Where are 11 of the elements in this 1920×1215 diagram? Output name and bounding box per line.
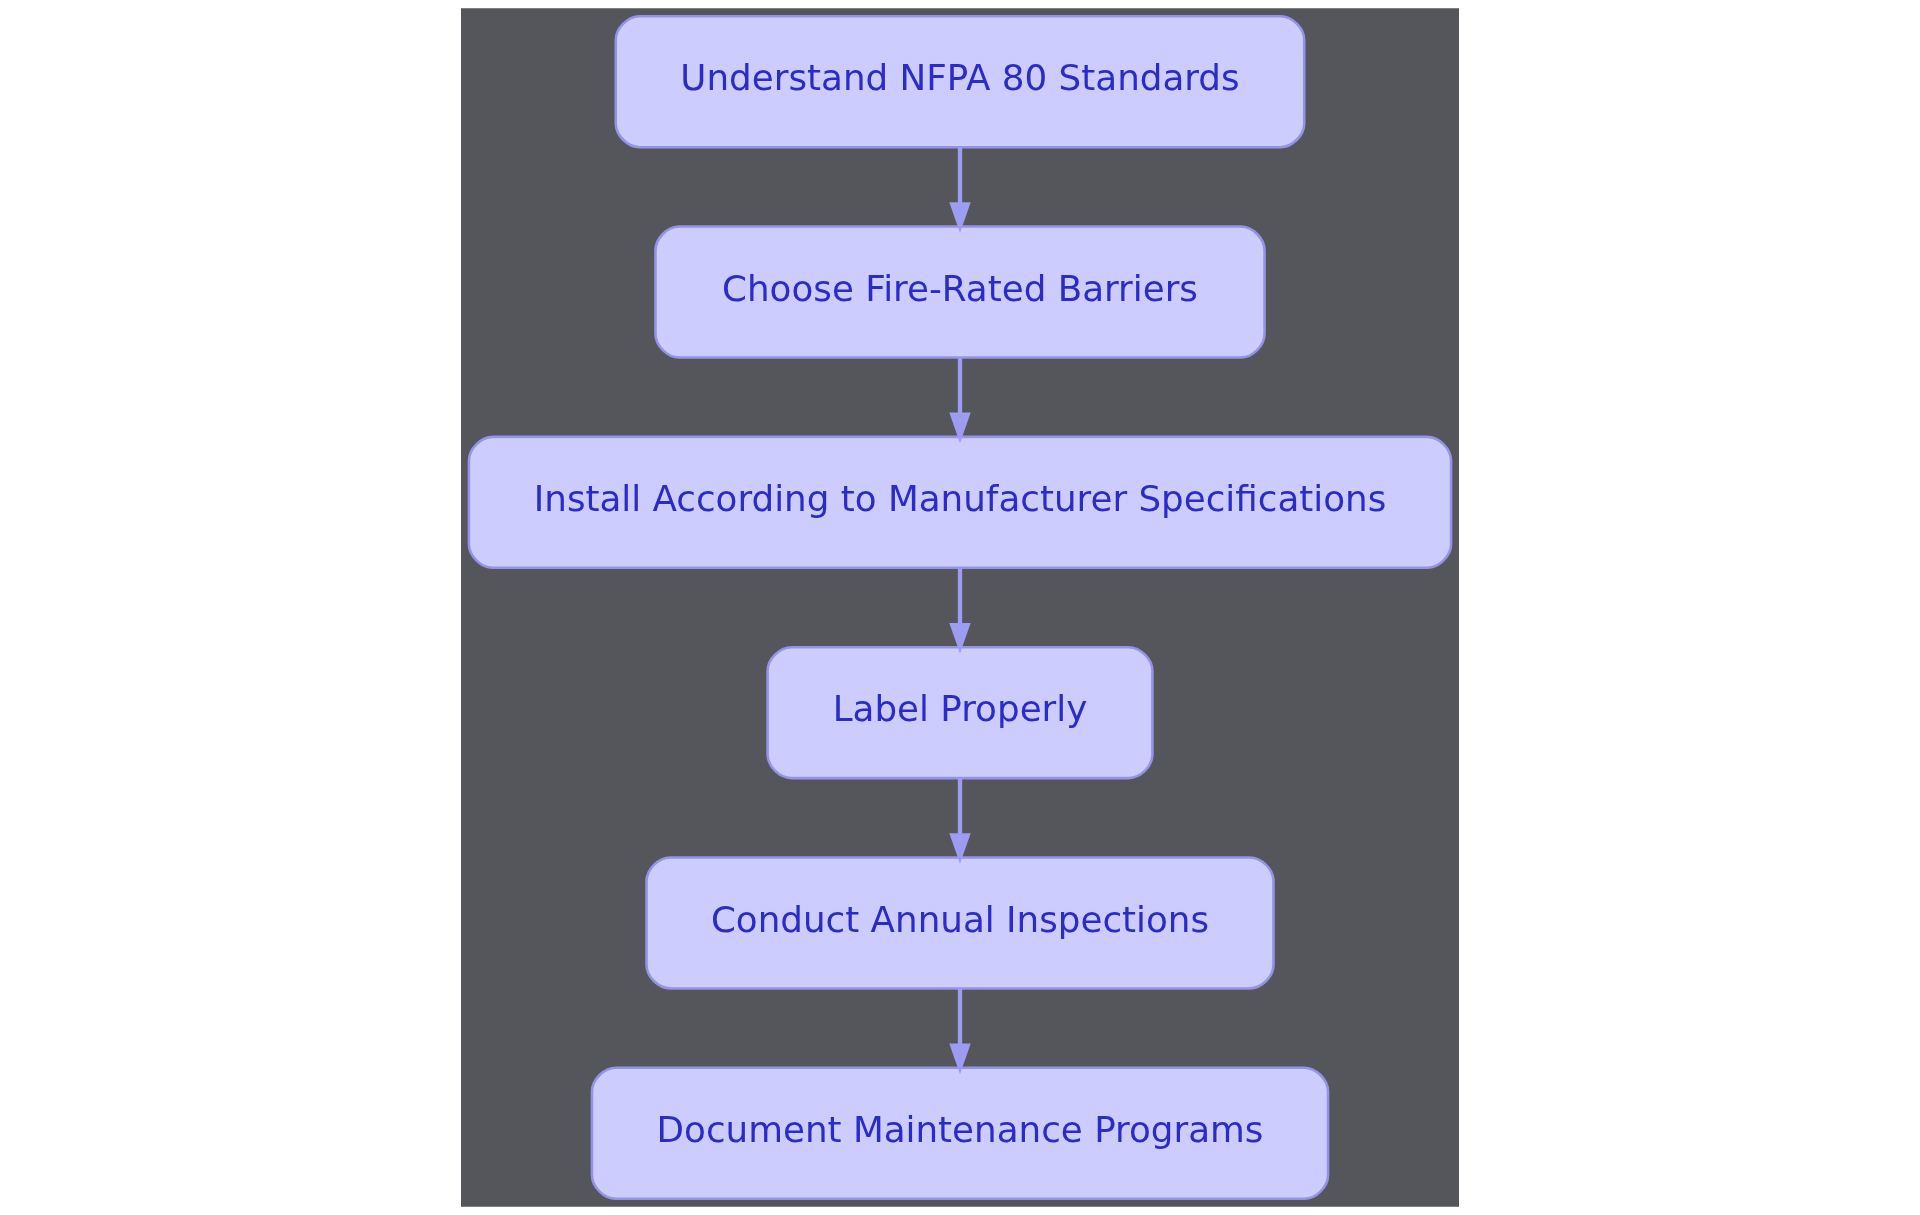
arrow: [949, 357, 971, 444]
arrow: [949, 147, 971, 233]
node-box: Conduct Annual Inspections: [645, 856, 1275, 990]
node-box: Choose Fire-Rated Barriers: [654, 225, 1266, 359]
node-box: Install According to Manufacturer Specifications: [467, 435, 1453, 570]
node-box: Document Maintenance Programs: [590, 1066, 1330, 1201]
arrow: [949, 988, 971, 1075]
node-box: Label Properly: [766, 645, 1154, 780]
arrow: [949, 567, 971, 654]
arrow: [949, 778, 971, 864]
node-box: Understand NFPA 80 Standards: [614, 14, 1306, 149]
